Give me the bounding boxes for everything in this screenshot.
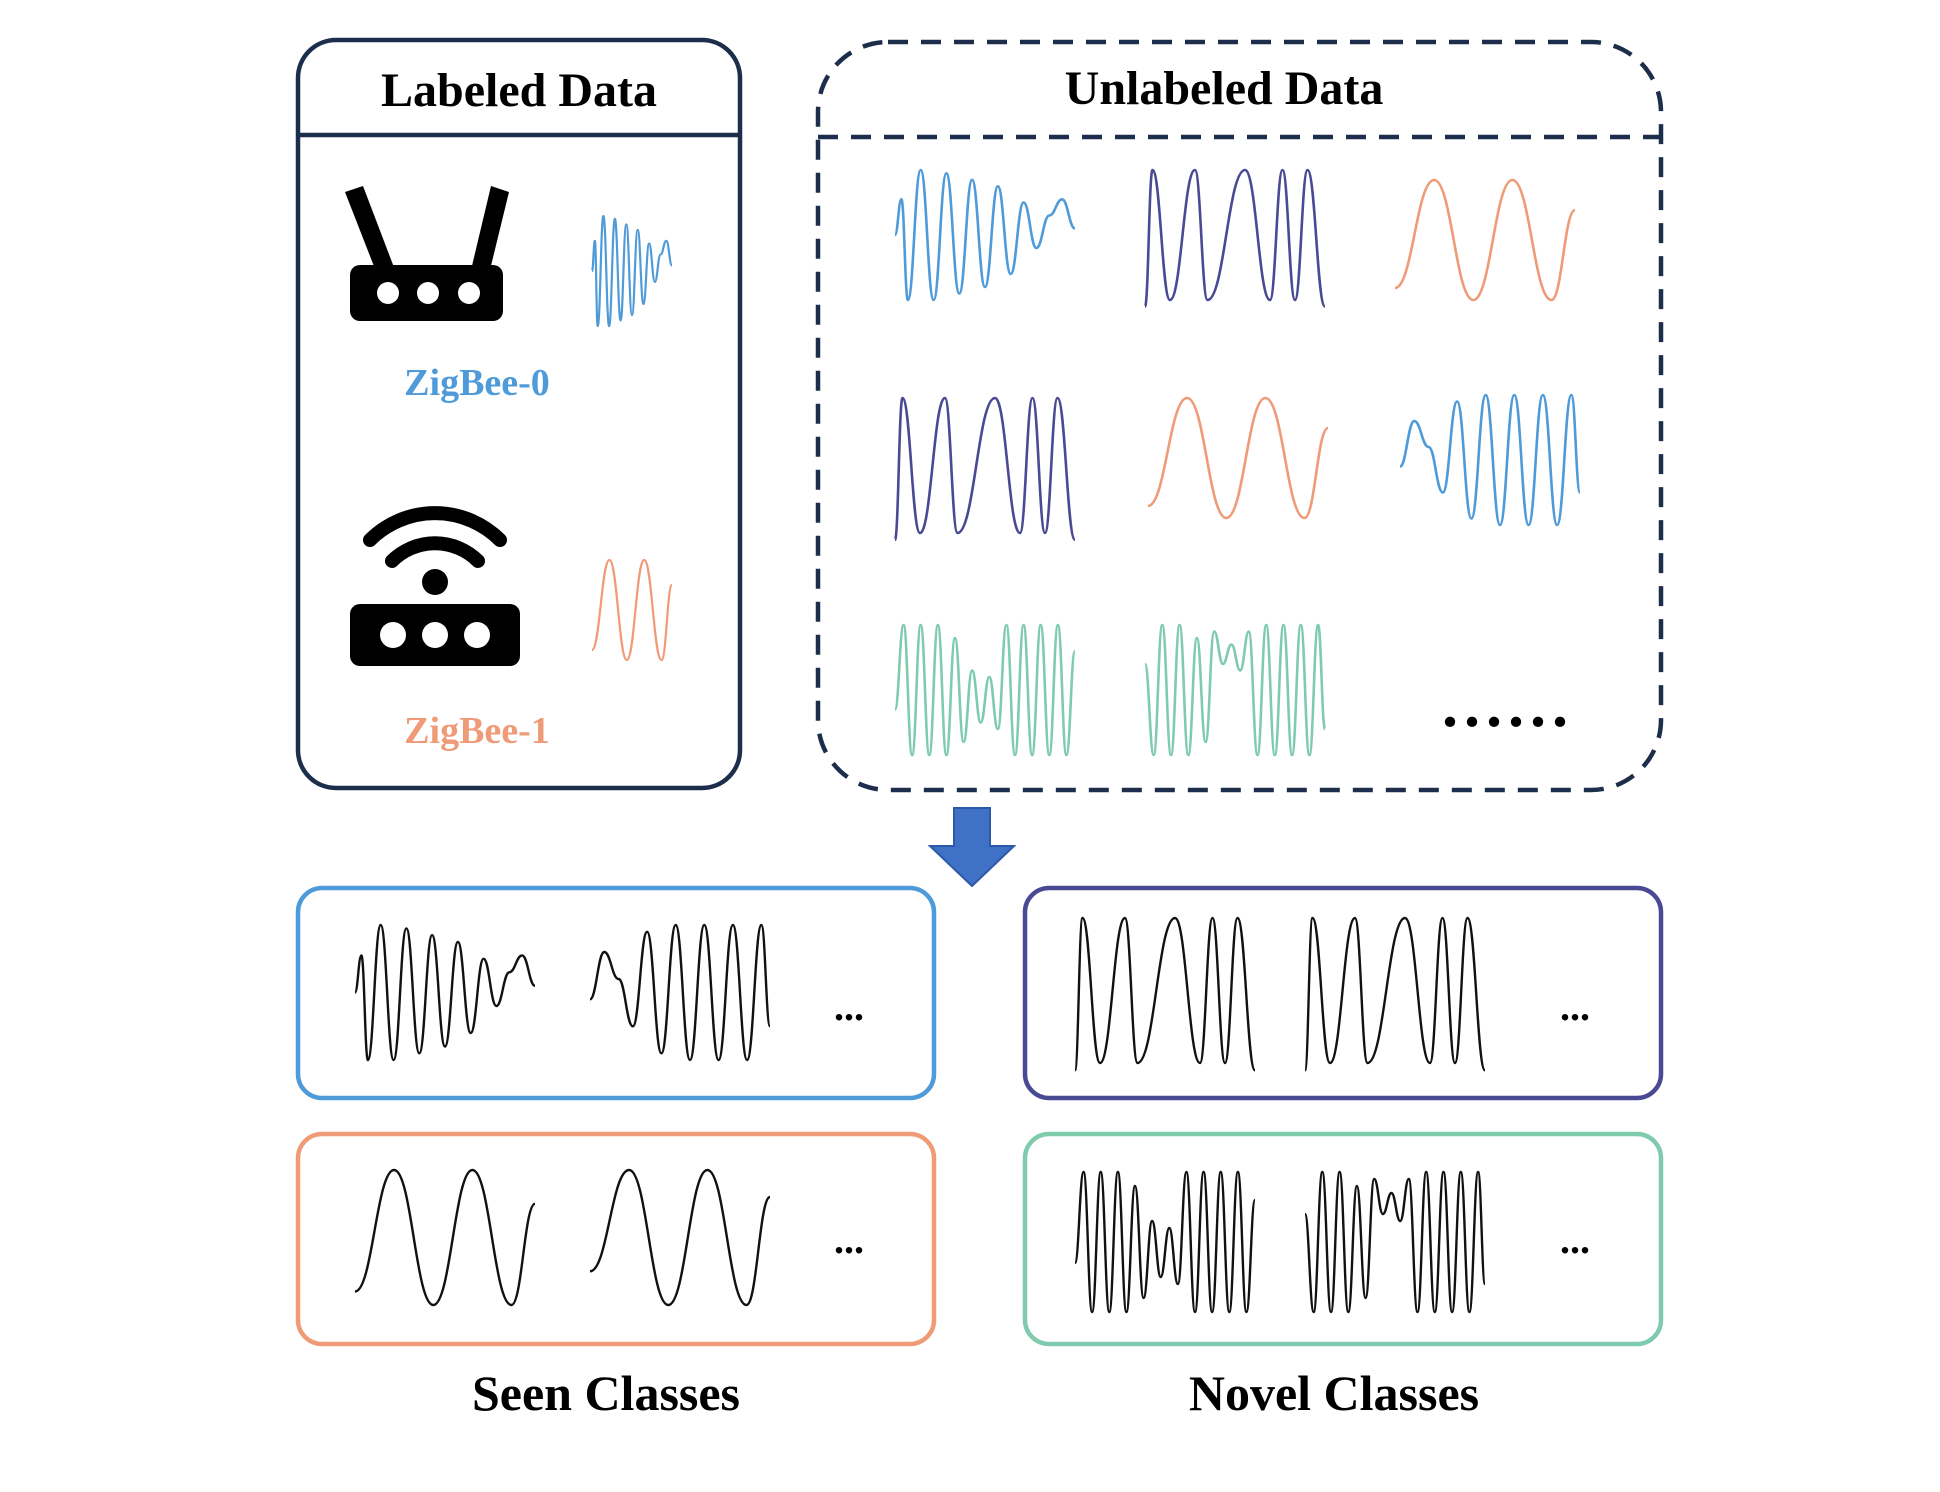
cluster-box-blue [295,885,937,1101]
novel-classes-title: Novel Classes [1189,1365,1479,1421]
unlabeled-ellipsis: ...... [1442,669,1574,740]
unlabeled-waveform-8 [1143,623,1327,757]
cluster-teal-waveform-1 [1073,1170,1257,1314]
labeled-data-title: Labeled Data [381,64,657,117]
cluster-box-teal [1022,1131,1664,1347]
device-label-zigbee-1: ZigBee-1 [404,710,550,752]
unlabeled-waveform-3 [1394,178,1577,302]
cluster-box-purple [1022,885,1664,1101]
unlabeled-data-title: Unlabeled Data [1065,62,1384,115]
cluster-blue-waveform-2 [588,923,772,1062]
labeled-waveform-blue [590,214,674,328]
seen-classes-title: Seen Classes [472,1365,740,1421]
unlabeled-waveform-6 [1398,393,1582,527]
cluster-teal-ellipsis: ... [1560,1217,1590,1262]
cluster-purple-ellipsis: ... [1560,984,1590,1029]
unlabeled-waveform-4 [893,396,1077,542]
unlabeled-waveform-5 [1147,396,1330,520]
novel-classes-group: ... ... Novel Classes [1022,885,1664,1421]
unlabeled-waveform-2 [1143,168,1327,308]
cluster-orange-waveform-1 [354,1168,537,1307]
cluster-purple-waveform-1 [1073,916,1257,1072]
unlabeled-waveform-1 [893,168,1076,302]
down-arrow-icon [927,807,1017,888]
cluster-purple-waveform-2 [1303,916,1487,1072]
router-antenna-icon [345,186,509,321]
cluster-teal-waveform-2 [1303,1170,1487,1314]
cluster-orange-waveform-2 [589,1168,772,1307]
cluster-box-orange [295,1131,937,1347]
seen-classes-group: ... ... Seen Classes [295,885,937,1421]
cluster-orange-ellipsis: ... [834,1217,864,1262]
labeled-data-frame [295,37,743,791]
labeled-waveform-orange [590,558,674,662]
device-label-zigbee-0: ZigBee-0 [404,362,550,404]
cluster-blue-waveform-1 [353,923,536,1062]
cluster-blue-ellipsis: ... [834,984,864,1029]
unlabeled-data-panel: Unlabeled Data ...... [815,39,1664,793]
labeled-data-panel: Labeled Data ZigBee-0 ZigBee-1 [295,37,743,791]
unlabeled-waveform-7 [893,623,1077,757]
wifi-router-icon [350,506,520,666]
unlabeled-data-frame [815,39,1664,793]
